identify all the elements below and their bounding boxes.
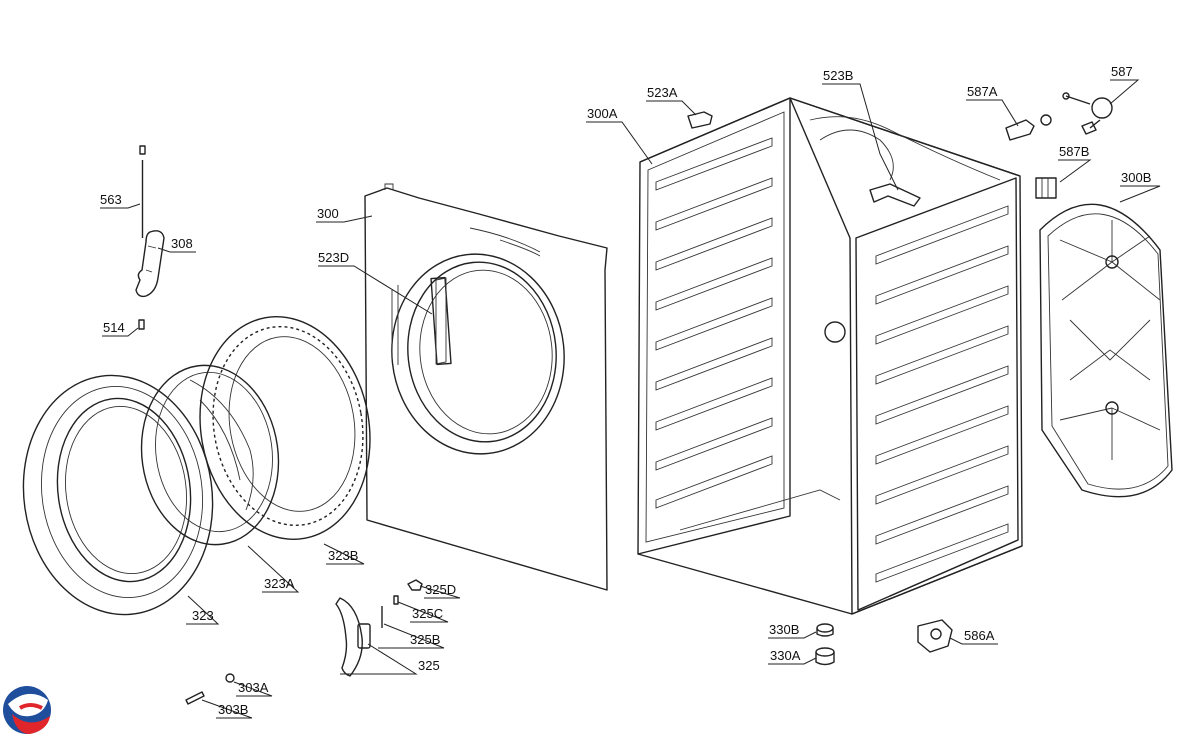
label-323B: 323B <box>328 548 358 563</box>
label-587: 587 <box>1111 64 1133 79</box>
part-586A-pump <box>917 619 953 653</box>
part-323A-inner-frame <box>140 364 280 546</box>
leader-lines <box>100 79 1161 719</box>
label-563: 563 <box>100 192 122 207</box>
part-325C-spring <box>393 595 399 605</box>
part-587B-connector <box>1035 177 1057 199</box>
part-323-door-ring <box>22 374 214 616</box>
part-330B-foot-nut <box>816 623 834 637</box>
part-563-rod <box>139 145 146 238</box>
part-300B-back-cover <box>1039 203 1173 498</box>
label-523D: 523D <box>318 250 349 265</box>
label-325B: 325B <box>410 632 440 647</box>
part-514-screw <box>138 319 145 330</box>
label-325D: 325D <box>425 582 456 597</box>
label-330B: 330B <box>769 622 799 637</box>
label-300B: 300B <box>1121 170 1151 185</box>
label-300A: 300A <box>587 106 618 121</box>
label-323A: 323A <box>264 576 295 591</box>
part-labels: 563 308 514 300 523D 300A 523A 523B 587A… <box>100 64 1151 717</box>
part-330A-foot <box>815 647 835 666</box>
part-300A-cabinet <box>637 97 1023 615</box>
label-303A: 303A <box>238 680 269 695</box>
label-308: 308 <box>171 236 193 251</box>
part-303B-spring <box>185 691 205 705</box>
label-586A: 586A <box>964 628 995 643</box>
part-308-hinge <box>135 230 165 298</box>
label-523A: 523A <box>647 85 678 100</box>
label-587B: 587B <box>1059 144 1089 159</box>
label-303B: 303B <box>218 702 248 717</box>
label-523B: 523B <box>823 68 853 83</box>
part-325-handle <box>335 597 371 677</box>
part-523B-bracket <box>869 183 921 207</box>
label-300: 300 <box>317 206 339 221</box>
part-523D-bracket <box>435 277 447 365</box>
part-325D-clip <box>407 579 423 591</box>
part-587A-valve <box>1005 114 1052 141</box>
label-323: 323 <box>192 608 214 623</box>
part-300-front-panel <box>364 183 608 591</box>
part-523A-clip <box>687 111 713 129</box>
label-587A: 587A <box>967 84 998 99</box>
left-panel-ribs <box>655 137 773 509</box>
label-325: 325 <box>418 658 440 673</box>
right-panel-ribs <box>875 205 1009 583</box>
part-303A-nut <box>225 673 235 683</box>
label-514: 514 <box>103 320 125 335</box>
part-323B-seal-frame <box>199 316 371 540</box>
part-587-sensor <box>1062 92 1113 135</box>
label-330A: 330A <box>770 648 801 663</box>
brand-logo-icon <box>3 686 51 734</box>
label-325C: 325C <box>412 606 443 621</box>
